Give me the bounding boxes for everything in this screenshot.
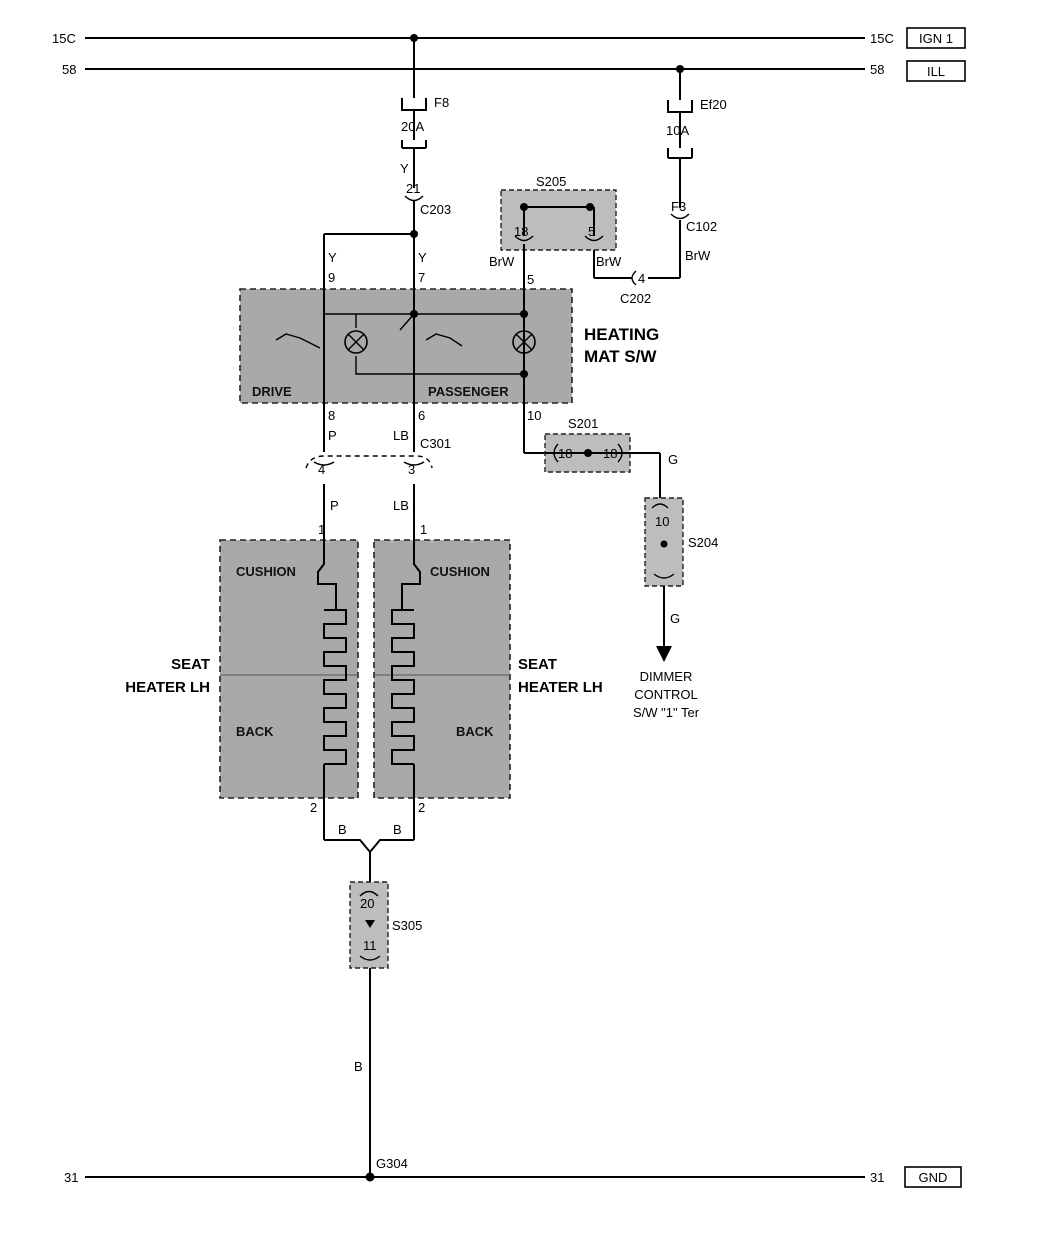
dimmer-arrow-icon bbox=[656, 646, 672, 662]
ign-rail: 15C 15C IGN 1 bbox=[52, 27, 966, 49]
heater-left-pin-top: 1 bbox=[318, 522, 325, 537]
heater-left-label-line2: HEATER LH bbox=[125, 679, 210, 696]
s201-name: S201 bbox=[568, 416, 598, 431]
fuse-f8-name: F8 bbox=[434, 95, 449, 110]
gnd-tag: GND bbox=[919, 1170, 948, 1185]
switch-pin-6: 6 bbox=[418, 408, 425, 423]
c203-pin: 21 bbox=[406, 181, 420, 196]
s205-name: S205 bbox=[536, 174, 566, 189]
s204-wire-in: G bbox=[668, 452, 678, 467]
heater-right-back: BACK bbox=[456, 724, 494, 739]
c202-name: C202 bbox=[620, 291, 651, 306]
ill-rail: 58 58 ILL bbox=[62, 60, 966, 82]
ign-tag: IGN 1 bbox=[919, 31, 953, 46]
heater-right-cushion: CUSHION bbox=[430, 564, 490, 579]
heater-left-wire-bottom: B bbox=[338, 822, 347, 837]
switch-pin-8: 8 bbox=[328, 408, 335, 423]
s305-arrow-icon bbox=[365, 920, 375, 928]
gnd-rail: 31 31 GND bbox=[64, 1166, 962, 1188]
seat-heater-left: 1 CUSHION BACK 2 B bbox=[219, 522, 359, 840]
s305-pin-b: 11 bbox=[363, 938, 377, 953]
fuse-f8: F8 20A Y 21 C203 bbox=[400, 34, 451, 300]
s205-pin-b: 5 bbox=[588, 224, 595, 239]
switch-inner-passenger: PASSENGER bbox=[428, 384, 509, 399]
seat-heater-right: 1 CUSHION BACK 2 B bbox=[373, 522, 511, 840]
ground-wire: B bbox=[354, 1059, 363, 1074]
gnd-rail-left-label: 31 bbox=[64, 1170, 78, 1185]
fuse-f8-rating: 20A bbox=[401, 119, 424, 134]
fuse-f8-wire: Y bbox=[400, 161, 409, 176]
c102-pin: F3 bbox=[671, 199, 686, 214]
c203-name: C203 bbox=[420, 202, 451, 217]
heater-left-cushion: CUSHION bbox=[236, 564, 296, 579]
switch-wire-p: P bbox=[328, 428, 337, 443]
switch-wire-y9: Y bbox=[328, 250, 337, 265]
heater-left-pin-bottom: 2 bbox=[310, 800, 317, 815]
switch-pin-5: 5 bbox=[527, 272, 534, 287]
dimmer-line1: DIMMER bbox=[640, 669, 693, 684]
s205-wire-b: BrW bbox=[596, 254, 622, 269]
switch-pin-7: 7 bbox=[418, 270, 425, 285]
splice-s201: S201 18 18 bbox=[523, 403, 660, 473]
c202-pin: 4 bbox=[638, 271, 645, 286]
ill-rail-right-label: 58 bbox=[870, 62, 884, 77]
dimmer-control-label: DIMMER CONTROL S/W "1" Ter bbox=[633, 669, 700, 720]
c102-name: C102 bbox=[686, 219, 717, 234]
heater-right-label-line1: SEAT bbox=[518, 656, 557, 673]
c102-wire: BrW bbox=[685, 248, 711, 263]
dimmer-line2: CONTROL bbox=[634, 687, 698, 702]
ign-rail-left-label: 15C bbox=[52, 31, 76, 46]
c301-pin-a: 4 bbox=[318, 462, 325, 477]
switch-pin-10: 10 bbox=[527, 408, 541, 423]
heater-right-pin-top: 1 bbox=[420, 522, 427, 537]
s204-pin: 10 bbox=[655, 514, 669, 529]
s204-name: S204 bbox=[688, 535, 718, 550]
ill-tag: ILL bbox=[927, 64, 945, 79]
ill-rail-left-label: 58 bbox=[62, 62, 76, 77]
s201-pin-a: 18 bbox=[558, 446, 572, 461]
heating-mat-switch: Y 9 Y 7 5 DRIVE PASSENGER HEATING MAT S/… bbox=[239, 233, 659, 452]
s305-name: S305 bbox=[392, 918, 422, 933]
splice-s204: G 10 S204 G bbox=[644, 452, 718, 662]
heater-left-back: BACK bbox=[236, 724, 274, 739]
s305-pin-a: 20 bbox=[360, 896, 374, 911]
ign-rail-right-label: 15C bbox=[870, 31, 894, 46]
ill-tag-box bbox=[906, 60, 966, 82]
c301-name: C301 bbox=[420, 436, 451, 451]
heater-left-wire-top: P bbox=[330, 498, 339, 513]
fuse-ef20-rating: 10A bbox=[666, 123, 689, 138]
switch-title-line2: MAT S/W bbox=[584, 347, 657, 366]
switch-inner-drive: DRIVE bbox=[252, 384, 292, 399]
splice-s305: 20 11 S305 B G304 bbox=[324, 839, 422, 1182]
heater-right-wire-top: LB bbox=[393, 498, 409, 513]
switch-title-line1: HEATING bbox=[584, 325, 659, 344]
ign-tag-box bbox=[906, 27, 966, 49]
heater-right-wire-bottom: B bbox=[393, 822, 402, 837]
s205-wire-a: BrW bbox=[489, 254, 515, 269]
c301-pin-b: 3 bbox=[408, 462, 415, 477]
fuse-ef20: Ef20 10A F3 C102 BrW 4 C202 bbox=[593, 65, 727, 306]
gnd-tag-box bbox=[904, 1166, 962, 1188]
s205-pin-a: 18 bbox=[514, 224, 528, 239]
ground-name: G304 bbox=[376, 1156, 408, 1171]
heater-left-label-line1: SEAT bbox=[171, 656, 210, 673]
dimmer-line3: S/W "1" Ter bbox=[633, 705, 700, 720]
heater-right-label-line2: HEATER LH bbox=[518, 679, 603, 696]
connector-c301: C301 4 3 P LB bbox=[305, 436, 451, 540]
switch-pin-9: 9 bbox=[328, 270, 335, 285]
switch-wire-lb: LB bbox=[393, 428, 409, 443]
heater-right-pin-bottom: 2 bbox=[418, 800, 425, 815]
switch-wire-y7: Y bbox=[418, 250, 427, 265]
s204-wire-out: G bbox=[670, 611, 680, 626]
fuse-ef20-name: Ef20 bbox=[700, 97, 727, 112]
gnd-rail-right-label: 31 bbox=[870, 1170, 884, 1185]
splice-s205: S205 18 5 BrW BrW bbox=[489, 174, 622, 300]
s201-pin-b: 18 bbox=[603, 446, 617, 461]
